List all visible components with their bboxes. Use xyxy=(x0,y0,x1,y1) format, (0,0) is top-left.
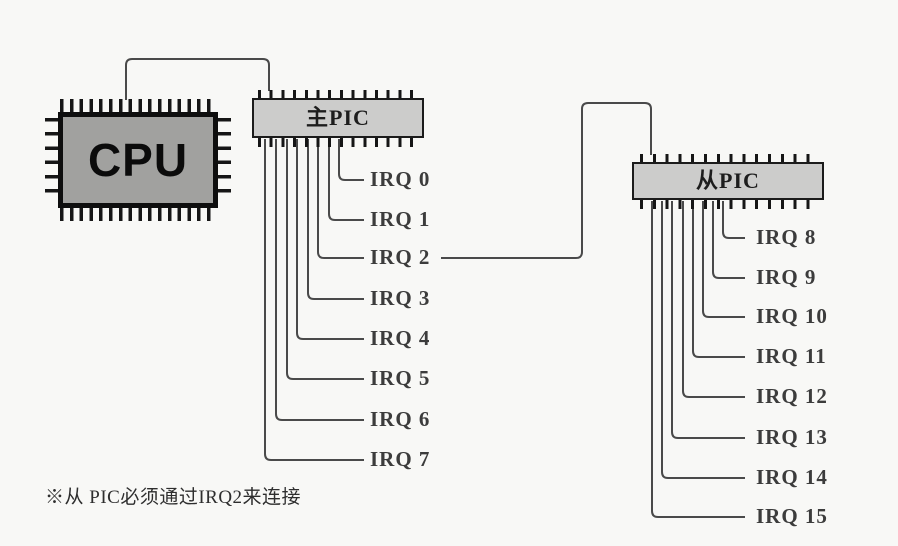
irq-label-master-1: IRQ 1 xyxy=(370,207,431,232)
master-pic-body: 主PIC xyxy=(252,98,424,138)
irq-label-master-3: IRQ 3 xyxy=(370,286,431,311)
master-pic-label: 主PIC xyxy=(306,105,370,130)
irq-label-master-5: IRQ 5 xyxy=(370,366,431,391)
cpu-pins-right-icon xyxy=(218,118,231,202)
wire-irq10 xyxy=(702,201,745,318)
wire-cpu-to-master-pic xyxy=(125,58,270,100)
irq-label-slave-6: IRQ 14 xyxy=(756,465,828,490)
cpu-label: CPU xyxy=(87,134,189,186)
slave-pic-body: 从PIC xyxy=(632,162,824,200)
footnote: ※从 PIC必须通过IRQ2来连接 xyxy=(45,487,302,508)
wire-irq4 xyxy=(296,139,364,340)
irq-label-slave-2: IRQ 10 xyxy=(756,304,828,329)
wire-irq2 xyxy=(317,139,364,259)
wire-irq7 xyxy=(264,139,364,461)
irq-label-master-7: IRQ 7 xyxy=(370,447,431,472)
wire-irq14 xyxy=(661,201,745,479)
irq-label-slave-0: IRQ 8 xyxy=(756,225,817,250)
wire-irq0 xyxy=(338,139,364,181)
cpu-pins-left-icon xyxy=(45,118,58,202)
wire-irq9 xyxy=(712,201,745,279)
cpu-pins-bottom-icon xyxy=(60,208,216,221)
wire-irq1 xyxy=(328,139,364,221)
cpu-pins-top-icon xyxy=(60,99,216,112)
irq-label-slave-1: IRQ 9 xyxy=(756,265,817,290)
irq-label-slave-7: IRQ 15 xyxy=(756,504,828,529)
irq-label-slave-5: IRQ 13 xyxy=(756,425,828,450)
irq-label-master-6: IRQ 6 xyxy=(370,407,431,432)
slave-pic-pins-bottom-icon xyxy=(640,200,818,209)
slave-pic-pins-top-icon xyxy=(640,154,818,163)
wire-irq11 xyxy=(692,201,745,358)
slave-pic-label: 从PIC xyxy=(696,168,760,193)
irq-label-master-4: IRQ 4 xyxy=(370,326,431,351)
wire-irq6 xyxy=(275,139,364,421)
irq-label-master-2: IRQ 2 xyxy=(370,245,431,270)
irq-label-slave-4: IRQ 12 xyxy=(756,384,828,409)
cpu-body: CPU xyxy=(58,112,218,208)
irq-label-master-0: IRQ 0 xyxy=(370,167,431,192)
wire-irq5 xyxy=(286,139,364,380)
wire-irq8 xyxy=(722,201,745,239)
master-pic-pins-top-icon xyxy=(258,90,420,99)
master-pic-pins-bottom-icon xyxy=(258,138,420,147)
wire-irq13 xyxy=(671,201,745,439)
wire-irq3 xyxy=(307,139,364,300)
wire-irq2-cascade-to-slave-pic xyxy=(441,102,652,259)
wire-irq12 xyxy=(682,201,745,398)
irq-label-slave-3: IRQ 11 xyxy=(756,344,827,369)
wire-irq15 xyxy=(651,201,745,518)
